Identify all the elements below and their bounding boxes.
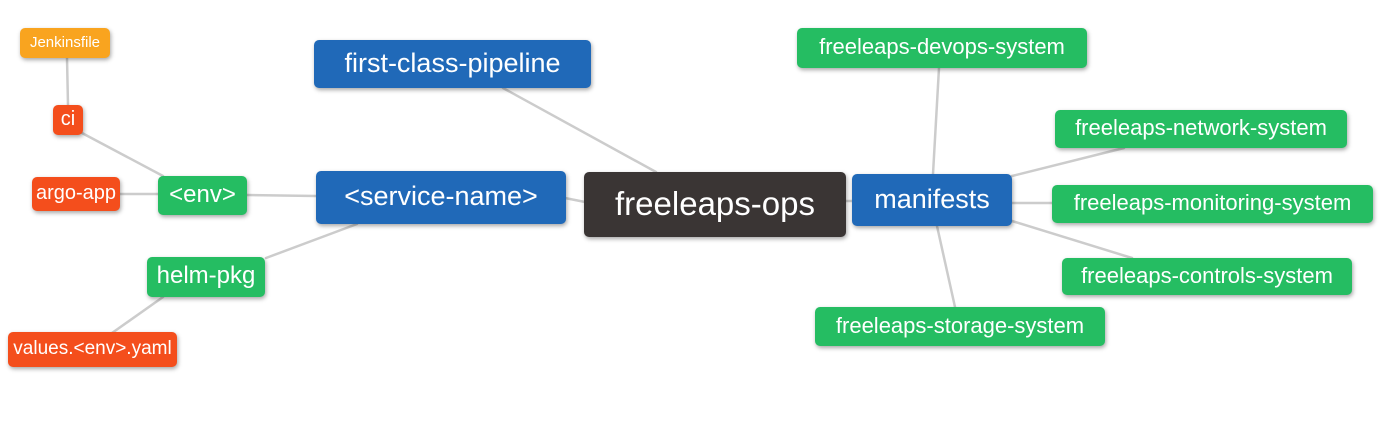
node-service-name[interactable]: <service-name> — [316, 171, 566, 224]
node-manifests[interactable]: manifests — [852, 174, 1012, 226]
node-ci[interactable]: ci — [53, 105, 83, 135]
node-env[interactable]: <env> — [158, 176, 247, 215]
node-argo-app[interactable]: argo-app — [32, 177, 120, 211]
edge-manifests-to-freeleaps-controls-system — [1010, 219, 1134, 260]
node-freeleaps-controls-system[interactable]: freeleaps-controls-system — [1062, 258, 1352, 295]
node-freeleaps-ops[interactable]: freeleaps-ops — [584, 172, 846, 237]
edge-first-class-pipeline-to-freeleaps-ops — [501, 86, 658, 174]
node-first-class-pipeline[interactable]: first-class-pipeline — [314, 40, 591, 88]
node-helm-pkg[interactable]: helm-pkg — [147, 257, 265, 297]
edge-ci-to-env — [80, 131, 165, 178]
edge-env-to-service-name — [245, 193, 318, 198]
node-jenkinsfile[interactable]: Jenkinsfile — [20, 28, 110, 58]
edge-values-env-yaml-to-helm-pkg — [110, 295, 165, 335]
edge-manifests-to-freeleaps-network-system — [1010, 146, 1126, 178]
node-freeleaps-devops-system[interactable]: freeleaps-devops-system — [797, 28, 1087, 68]
edge-helm-pkg-to-service-name — [264, 222, 359, 260]
node-freeleaps-network-system[interactable]: freeleaps-network-system — [1055, 110, 1347, 148]
node-freeleaps-storage-system[interactable]: freeleaps-storage-system — [815, 307, 1105, 346]
edge-service-name-to-freeleaps-ops — [563, 196, 587, 204]
node-values-env-yaml[interactable]: values.<env>.yaml — [8, 332, 177, 367]
edge-manifests-to-freeleaps-storage-system — [935, 224, 957, 309]
node-freeleaps-monitoring-system[interactable]: freeleaps-monitoring-system — [1052, 185, 1373, 223]
edge-manifests-to-freeleaps-devops-system — [931, 66, 941, 176]
edge-jenkinsfile-to-ci — [65, 56, 70, 107]
